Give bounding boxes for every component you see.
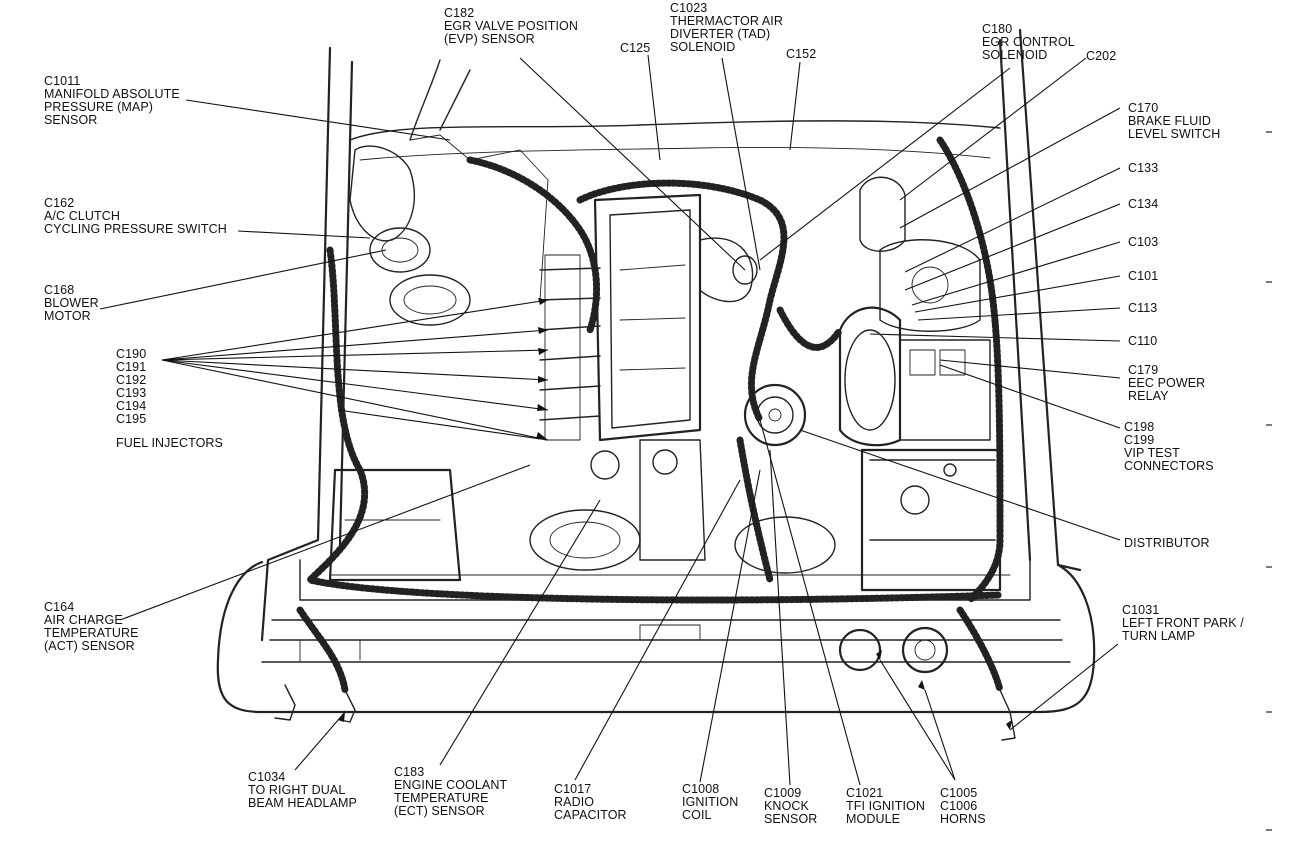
wiring-harness: [296, 136, 1004, 694]
label-c1011: C1011 MANIFOLD ABSOLUTE PRESSURE (MAP) S…: [44, 74, 183, 127]
label-distributor: DISTRIBUTOR: [1124, 536, 1210, 550]
label-c198: C198 C199 VIP TEST CONNECTORS: [1124, 420, 1214, 473]
label-c101: C101: [1128, 269, 1158, 283]
label-c113: C113: [1128, 301, 1157, 315]
label-c183: C183 ENGINE COOLANT TEMPERATURE (ECT) SE…: [394, 765, 511, 818]
label-c170: C170 BRAKE FLUID LEVEL SWITCH: [1128, 101, 1220, 141]
label-c125: C125: [620, 41, 650, 55]
label-c133: C133: [1128, 161, 1158, 175]
label-c134: C134: [1128, 197, 1158, 211]
label-c1009: C1009 KNOCK SENSOR: [764, 786, 817, 826]
label-c182: C182 EGR VALVE POSITION (EVP) SENSOR: [444, 6, 582, 46]
label-c179: C179 EEC POWER RELAY: [1128, 363, 1209, 403]
label-c180: C180 EGR CONTROL SOLENOID: [982, 22, 1078, 62]
label-c162: C162 A/C CLUTCH CYCLING PRESSURE SWITCH: [44, 196, 227, 236]
label-fuel-injectors: FUEL INJECTORS: [116, 436, 223, 450]
label-c164: C164 AIR CHARGE TEMPERATURE (ACT) SENSOR: [44, 600, 142, 653]
label-c1017: C1017 RADIO CAPACITOR: [554, 782, 627, 822]
callout-labels: C1011 MANIFOLD ABSOLUTE PRESSURE (MAP) S…: [44, 1, 1247, 826]
label-c1023: C1023 THERMACTOR AIR DIVERTER (TAD) SOLE…: [670, 1, 787, 54]
label-c202: C202: [1086, 49, 1116, 63]
label-c1034: C1034 TO RIGHT DUAL BEAM HEADLAMP: [248, 770, 357, 810]
label-c103: C103: [1128, 235, 1158, 249]
label-c152: C152: [786, 47, 816, 61]
label-c1021: C1021 TFI IGNITION MODULE: [846, 786, 929, 826]
label-c1031: C1031 LEFT FRONT PARK / TURN LAMP: [1122, 603, 1247, 643]
label-c1005: C1005 C1006 HORNS: [940, 786, 986, 826]
label-injector-connectors: C190 C191 C192 C193 C194 C195: [116, 347, 150, 426]
margin-ticks: [1266, 131, 1272, 831]
label-c110: C110: [1128, 334, 1157, 348]
label-c168: C168 BLOWER MOTOR: [44, 283, 102, 323]
arrowheads: [338, 298, 1012, 730]
label-c1008: C1008 IGNITION COIL: [682, 782, 742, 822]
engine-bay-drawing: [216, 28, 1096, 741]
leader-lines: [99, 54, 1121, 786]
